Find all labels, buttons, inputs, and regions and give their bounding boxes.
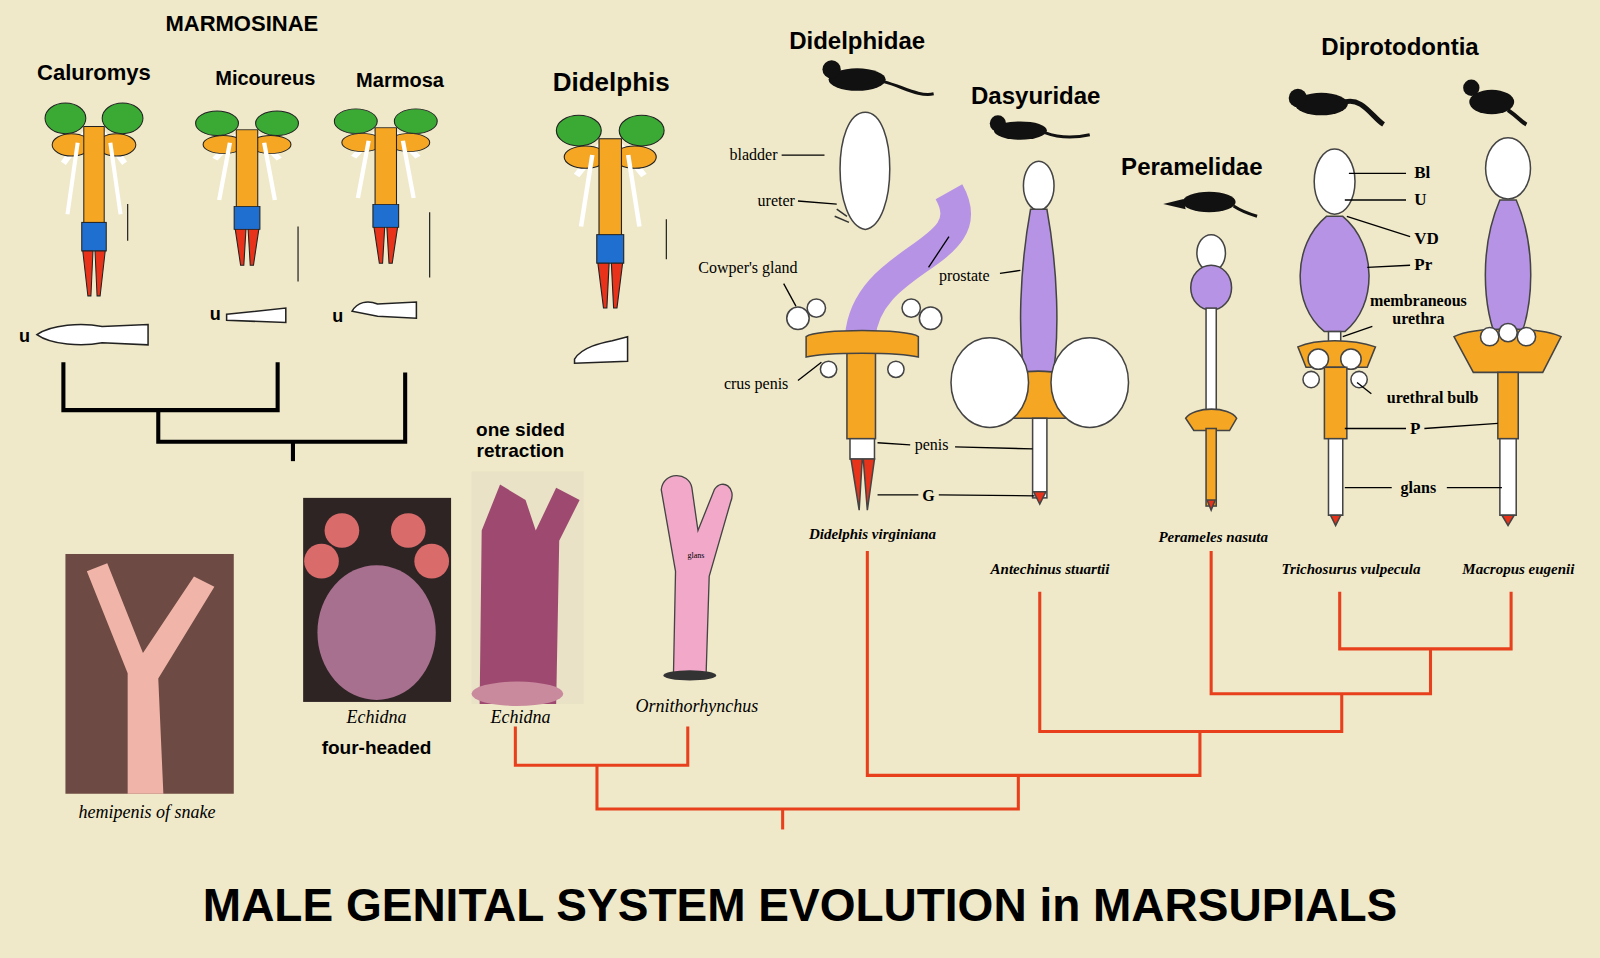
label: Trichosurus vulpecula xyxy=(1281,561,1420,578)
label: glans xyxy=(1401,479,1437,497)
label: Marmosa xyxy=(356,69,444,91)
label: Cowper's gland xyxy=(698,260,797,278)
label: Diprotodontia xyxy=(1321,34,1478,60)
label: u xyxy=(19,327,30,347)
label: u xyxy=(332,307,343,327)
label: ureter xyxy=(758,192,795,210)
label: Antechinus stuartii xyxy=(991,561,1110,578)
label: one sided retraction xyxy=(455,420,585,462)
label: Didelphis virginiana xyxy=(809,525,936,542)
label: Caluromys xyxy=(37,61,151,85)
label: Didelphis xyxy=(553,67,670,96)
label: penis xyxy=(915,436,949,454)
label: urethral bulb xyxy=(1387,389,1479,407)
label: hemipenis of snake xyxy=(78,803,215,823)
label: Macropus eugenii xyxy=(1462,561,1574,578)
label: membraneous urethra xyxy=(1363,293,1473,328)
label: Echidna xyxy=(347,708,407,728)
label: Peramelidae xyxy=(1121,154,1262,180)
label: U xyxy=(1414,191,1426,210)
label: Dasyuridae xyxy=(971,83,1100,109)
diagram-title: MALE GENITAL SYSTEM EVOLUTION in MARSUPI… xyxy=(203,880,1397,931)
label: P xyxy=(1410,419,1420,438)
label: Pr xyxy=(1414,256,1432,275)
label: Micoureus xyxy=(215,67,315,89)
label: four-headed xyxy=(322,738,432,759)
label: MARMOSINAE xyxy=(165,12,318,36)
label: prostate xyxy=(939,267,990,285)
label: Perameles nasuta xyxy=(1158,528,1268,545)
label: Ornithorhynchus xyxy=(636,697,759,717)
label: u xyxy=(210,305,221,325)
label: bladder xyxy=(730,146,778,164)
label: VD xyxy=(1414,229,1439,248)
label: Echidna xyxy=(490,708,550,728)
label: crus penis xyxy=(724,375,788,393)
label: Didelphidae xyxy=(789,28,925,54)
label: G xyxy=(922,487,934,505)
label: glans xyxy=(687,552,704,561)
label: Bl xyxy=(1414,164,1430,183)
